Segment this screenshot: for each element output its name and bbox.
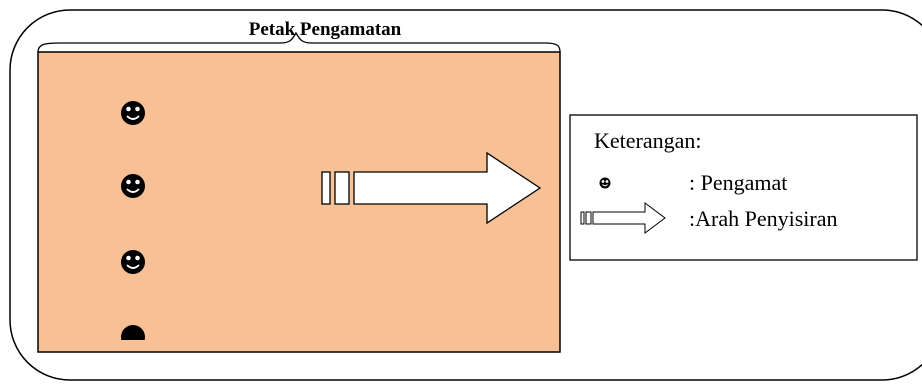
- observer-marker: [121, 250, 145, 274]
- observer-marker-partial: [121, 325, 145, 340]
- legend-item-observer: : Pengamat: [599, 170, 787, 195]
- observer-marker: [121, 101, 145, 125]
- smiley-icon: [121, 250, 145, 274]
- smiley-icon: [599, 177, 611, 189]
- smiley-icon: [121, 101, 145, 125]
- figure-title: Petak Pengamatan: [249, 19, 402, 40]
- striped-arrow-icon: [580, 202, 666, 234]
- legend-item-sweep-direction: :Arah Penyisiran: [580, 202, 837, 234]
- sweep-direction-arrow: [321, 151, 542, 225]
- observer-marker: [121, 174, 145, 198]
- smiley-icon: [121, 174, 145, 198]
- arrow-icon: [353, 151, 542, 225]
- smiley-icon: [121, 325, 145, 340]
- outer-frame: [9, 9, 922, 381]
- legend-box: [569, 114, 918, 261]
- plot-brace: [37, 31, 561, 53]
- legend-label-observer: : Pengamat: [689, 170, 787, 195]
- legend-heading: Keterangan:: [594, 128, 702, 153]
- legend-label-sweep-direction: :Arah Penyisiran: [689, 206, 837, 231]
